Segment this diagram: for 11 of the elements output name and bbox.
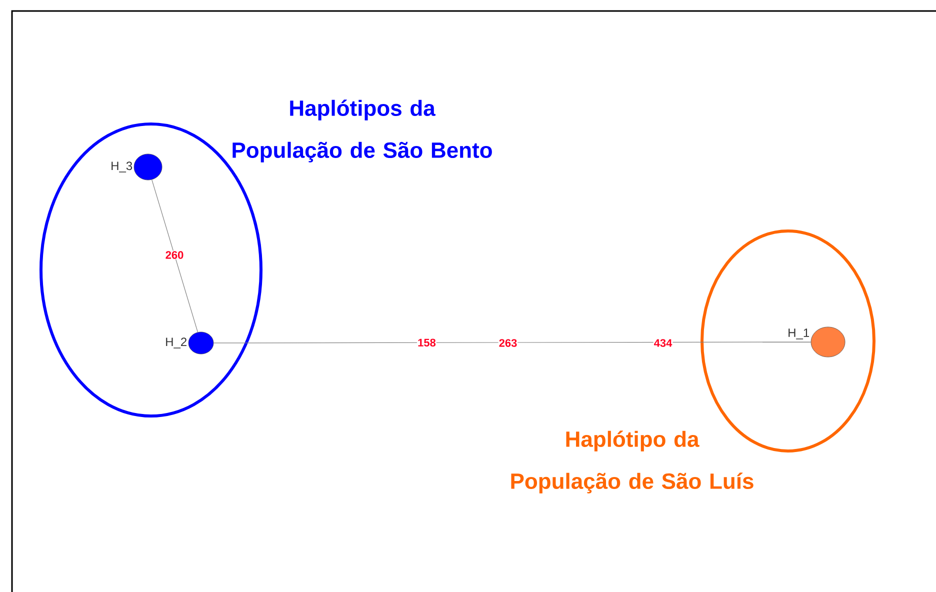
edge-label: 158	[417, 338, 436, 348]
node-label: H_2	[166, 338, 186, 348]
group-heading: Haplótipos da População de São Bento	[232, 100, 492, 162]
mutation-number: 263	[498, 338, 518, 348]
node-label: H_3	[112, 162, 132, 172]
node-label: H_1	[788, 328, 810, 340]
mutation-number: 434	[653, 338, 673, 348]
connector-line	[152, 179, 198, 332]
edge-label: 260	[164, 250, 184, 260]
connector-line	[213, 342, 812, 344]
group-heading: Haplótipo da População de São Luís	[511, 430, 754, 494]
